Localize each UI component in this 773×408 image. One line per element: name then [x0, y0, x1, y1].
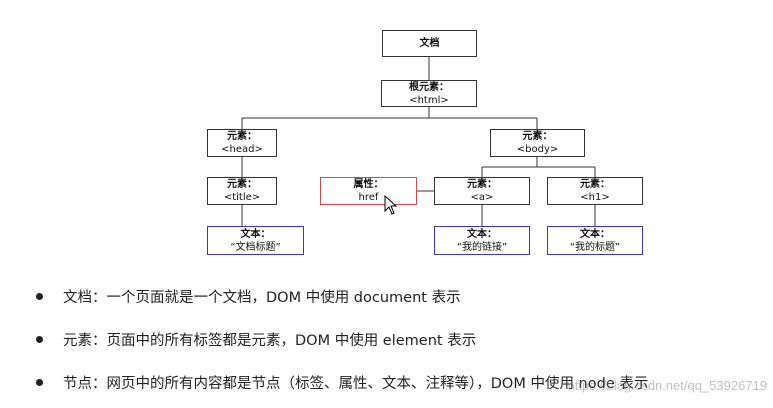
node-attr-line1: 属性： — [353, 179, 384, 190]
node-body-line1: 元素： — [522, 131, 553, 142]
node-title: 元素： <title> — [207, 177, 277, 205]
node-attribute-href: 属性： href — [320, 177, 417, 205]
mouse-cursor-icon — [384, 195, 398, 215]
node-a: 元素： <a> — [434, 177, 530, 205]
node-text-h1-line2: “我的标题” — [569, 241, 621, 253]
node-text-title: 文本： “文档标题” — [207, 226, 304, 255]
bullet-dot-icon — [36, 336, 43, 343]
node-text-title-line1: 文本： — [240, 228, 271, 240]
node-text-a: 文本： “我的链接” — [434, 226, 530, 255]
node-h1-line2: <h1> — [580, 192, 610, 203]
node-root-line2: <html> — [409, 94, 449, 106]
node-attr-line2: href — [358, 192, 379, 203]
node-text-a-line2: “我的链接” — [456, 241, 508, 253]
node-title-line2: <title> — [223, 192, 261, 203]
bullet-text: 节点：网页中的所有内容都是节点（标签、属性、文本、注释等），DOM 中使用 no… — [63, 376, 649, 392]
node-body: 元素： <body> — [490, 129, 585, 157]
node-body-line2: <body> — [516, 144, 559, 155]
bullet-text: 元素：页面中的所有标签都是元素，DOM 中使用 element 表示 — [63, 333, 477, 349]
node-head-line1: 元素： — [227, 131, 257, 142]
bullet-item-element: 元素：页面中的所有标签都是元素，DOM 中使用 element 表示 — [36, 329, 476, 350]
node-root-html: 根元素： <html> — [381, 80, 477, 107]
node-text-h1: 文本： “我的标题” — [547, 226, 643, 255]
node-h1: 元素： <h1> — [547, 177, 643, 205]
node-document: 文档 — [382, 30, 477, 57]
bullet-item-node: 节点：网页中的所有内容都是节点（标签、属性、文本、注释等），DOM 中使用 no… — [36, 372, 648, 393]
bullet-dot-icon — [36, 379, 43, 386]
node-head-line2: <head> — [221, 144, 263, 155]
watermark: https://blog.csdn.net/qq_53926719 — [567, 378, 768, 393]
node-title-line1: 元素： — [227, 179, 257, 190]
node-text-a-line1: 文本： — [467, 228, 497, 240]
node-a-line1: 元素： — [467, 179, 497, 190]
node-head: 元素： <head> — [207, 129, 277, 157]
node-h1-line1: 元素： — [580, 179, 610, 190]
bullet-text: 文档：一个页面就是一个文档，DOM 中使用 document 表示 — [63, 290, 461, 306]
node-root-line1: 根元素： — [409, 81, 449, 93]
node-a-line2: <a> — [470, 192, 494, 203]
dom-tree-connectors — [241, 57, 596, 226]
bullet-item-document: 文档：一个页面就是一个文档，DOM 中使用 document 表示 — [36, 286, 461, 307]
node-text-h1-line1: 文本： — [580, 228, 610, 240]
bullet-dot-icon — [36, 293, 43, 300]
node-text-title-line2: “文档标题” — [230, 241, 281, 253]
node-document-label: 文档 — [419, 38, 440, 49]
